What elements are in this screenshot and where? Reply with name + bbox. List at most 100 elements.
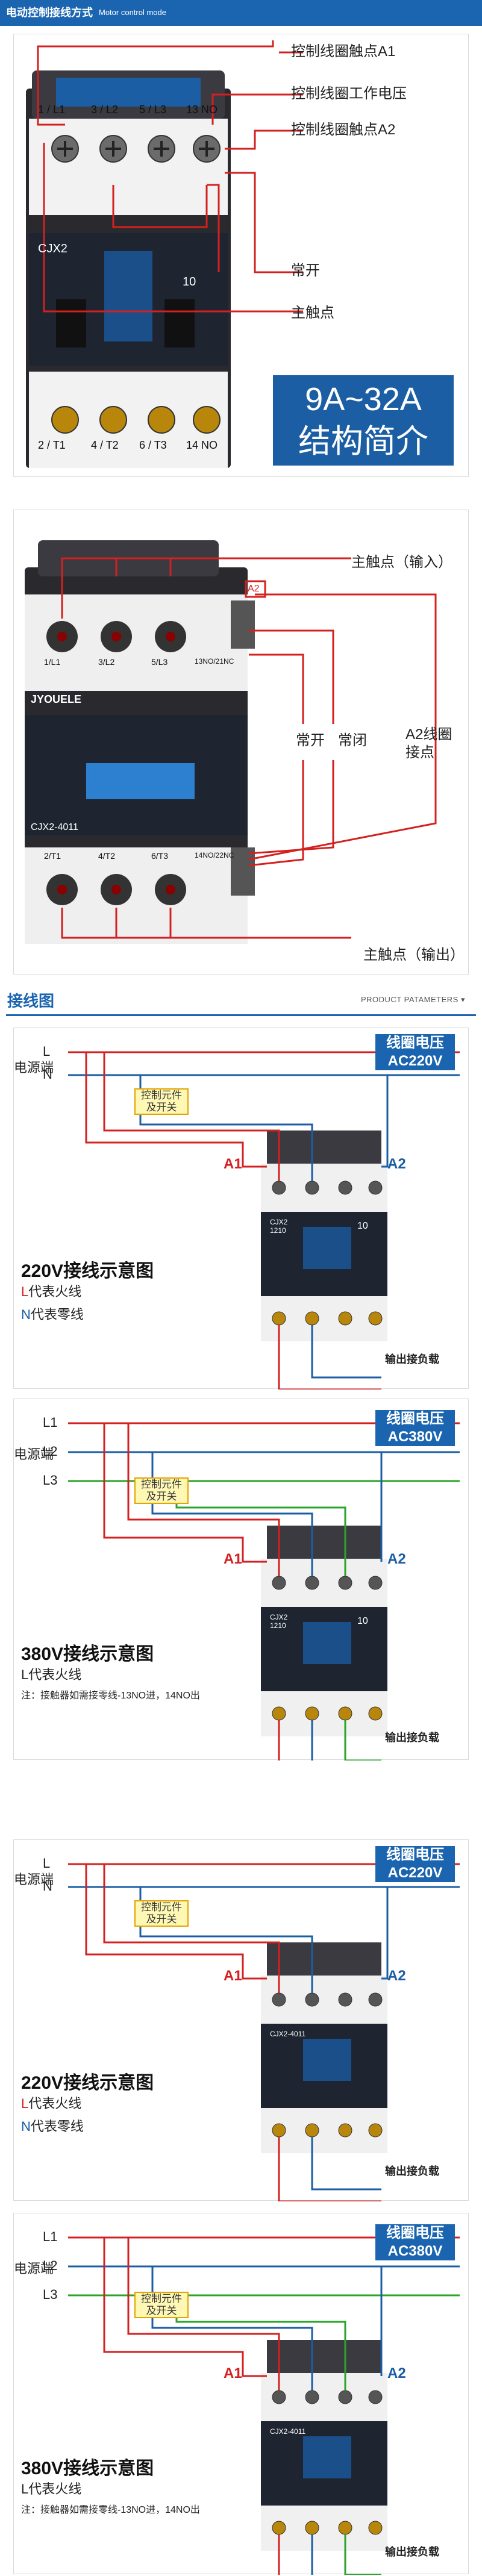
coil-a2-wire: [381, 1887, 389, 1980]
top-terminal-screw-3: [338, 1576, 352, 1590]
coil-a1-wire: [85, 1864, 267, 1980]
output-wire-2: [311, 1720, 313, 1760]
top-terminal-screw-2: [305, 1180, 319, 1195]
contactor-armature: [303, 2039, 351, 2081]
control-element-label: 控制元件: [141, 1479, 182, 1490]
coil-a1-label: A1: [224, 1156, 242, 1172]
coil-voltage-box: 线圈电压 AC220V: [375, 1034, 455, 1070]
supply-line-label-1: L1: [43, 1415, 58, 1430]
bottom-terminal-screw-3: [338, 1706, 352, 1721]
top-terminal-screw-3: [338, 1180, 352, 1195]
coil-a1-wire: [103, 1423, 267, 1563]
top-terminal-screw-2: [305, 1576, 319, 1590]
section-underline: [6, 1014, 476, 1016]
coil-voltage-box: 线圈电压 AC380V: [375, 1410, 455, 1446]
coil-a1-label: A1: [224, 2365, 242, 2381]
top-terminal-screw-1: [272, 1180, 286, 1195]
callout-a2: 控制线圈触点A2: [291, 122, 396, 138]
feed-l: [103, 1864, 280, 1993]
top-terminal-screw-3: [338, 1992, 352, 2007]
contactor-armature: [303, 2436, 351, 2478]
control-element-box: 控制元件及开关: [134, 1900, 189, 1927]
legend-live-text: L代表火线: [21, 2481, 82, 2496]
output-wire-2: [311, 1325, 381, 1379]
bottom-terminal-screw-1: [272, 2521, 286, 2535]
coil-a1-wire: [103, 2238, 267, 2377]
control-element-box: 控制元件及开关: [134, 1088, 189, 1115]
legend-neutral: N代表零线: [21, 1304, 84, 1323]
coil-a1-label: A1: [224, 1968, 242, 1984]
coil-a1-wire: [85, 1052, 267, 1168]
bottom-terminal-screw-3: [338, 2521, 352, 2535]
diagram-contactor-model: CJX2-4011: [270, 2427, 306, 2436]
side-a2-mark: A2: [248, 584, 260, 594]
structure-title-text: 结构简介: [298, 423, 428, 460]
coil-a2-label: A2: [387, 1551, 406, 1567]
top-terminal-screw-3: [338, 2390, 352, 2404]
top-terminal-screw-1: [272, 2390, 286, 2404]
bottom-terminal-screw-2: [305, 1706, 319, 1721]
top-terminal-screw-4: [368, 1576, 383, 1590]
coil-voltage-value: AC220V: [387, 1053, 443, 1069]
bottom-terminal-screw-2: [305, 2123, 319, 2138]
feed-l1: [127, 2238, 280, 2390]
diagram-contactor-model: CJX2 1210: [270, 1218, 288, 1235]
callout-side-normally-open: 常开: [296, 732, 325, 749]
side-terminal-t2: 4/T2: [98, 851, 116, 861]
control-element-label: 控制元件: [141, 1901, 182, 1913]
diagram-title: 380V接线示意图: [21, 2459, 154, 2478]
legend-live: L代表火线: [21, 1281, 81, 1300]
side-terminal-l2: 3/L2: [98, 657, 115, 667]
coil-voltage-value: AC380V: [387, 1429, 443, 1445]
bottom-terminal-screw-4: [368, 2123, 383, 2138]
wiring-diagram-drawing: [68, 1863, 460, 2201]
diagram-title: 220V接线示意图: [21, 2073, 154, 2093]
output-load-label: 输出接负载: [385, 1732, 439, 1744]
power-source-label: 电源端: [14, 1447, 54, 1462]
output-load-label: 输出接负载: [385, 1353, 439, 1365]
bottom-terminal-screw-1: [272, 2123, 286, 2138]
product-parameters-link[interactable]: PRODUCT PATAMETERS ▾: [360, 995, 465, 1004]
control-element-label: 控制元件: [141, 2293, 182, 2304]
terminal-l1: 1 / L1: [38, 104, 66, 116]
supply-line-label-1: L: [43, 1856, 51, 1871]
contactor-model-label: CJX2: [38, 242, 67, 255]
feed-l: [103, 1052, 280, 1181]
diagram-title: 220V接线示意图: [21, 1261, 154, 1281]
callout-a2-line1: A2线圈: [405, 726, 452, 743]
side-brand: JYOUELE: [31, 693, 82, 705]
side-terminal-13no: 13NO/21NC: [195, 657, 234, 666]
supply-line-label-2: L2: [43, 1444, 58, 1459]
output-load-label: 输出接负载: [385, 2165, 439, 2177]
coil-a1-label: A1: [224, 1551, 242, 1567]
contactor-head: [267, 1942, 381, 1979]
wiring-section-title: 接线图: [7, 992, 55, 1010]
terminal-t2: 4 / T2: [91, 439, 119, 451]
coil-voltage-label: 线圈电压: [386, 1035, 444, 1051]
diagram-contactor-rating: 10: [357, 1616, 368, 1626]
bottom-terminal-screw-2: [305, 1311, 319, 1326]
control-element-box: 控制元件及开关: [134, 2292, 189, 2318]
legend-live-text: 代表火线: [28, 2096, 82, 2111]
control-element-box: 控制元件及开关: [134, 1477, 189, 1504]
legend-neutral-mark: N: [21, 2119, 31, 2134]
bottom-terminal-screw-2: [305, 2521, 319, 2535]
contactor-side-photo: [25, 540, 437, 944]
header-title: 电动控制接线方式: [6, 7, 93, 19]
coil-voltage-label: 线圈电压: [386, 1411, 444, 1427]
bottom-terminal-screw-4: [368, 2521, 383, 2535]
bottom-terminal-screw-3: [338, 1311, 352, 1326]
output-wire-2: [311, 2137, 381, 2191]
legend-live: L代表火线: [21, 2478, 81, 2498]
supply-line-label-3: L3: [43, 2287, 58, 2302]
control-switch-label: 及开关: [146, 1913, 177, 1925]
control-element-label: 控制元件: [141, 1090, 182, 1101]
bottom-terminal-screw-1: [272, 1311, 286, 1326]
supply-line-label-2: L2: [43, 2258, 58, 2273]
callout-normally-open: 常开: [291, 263, 320, 279]
terminal-14no: 14 NO: [186, 439, 218, 451]
supply-line-label-2: N: [43, 1067, 52, 1082]
output-wire-1: [278, 2534, 280, 2575]
